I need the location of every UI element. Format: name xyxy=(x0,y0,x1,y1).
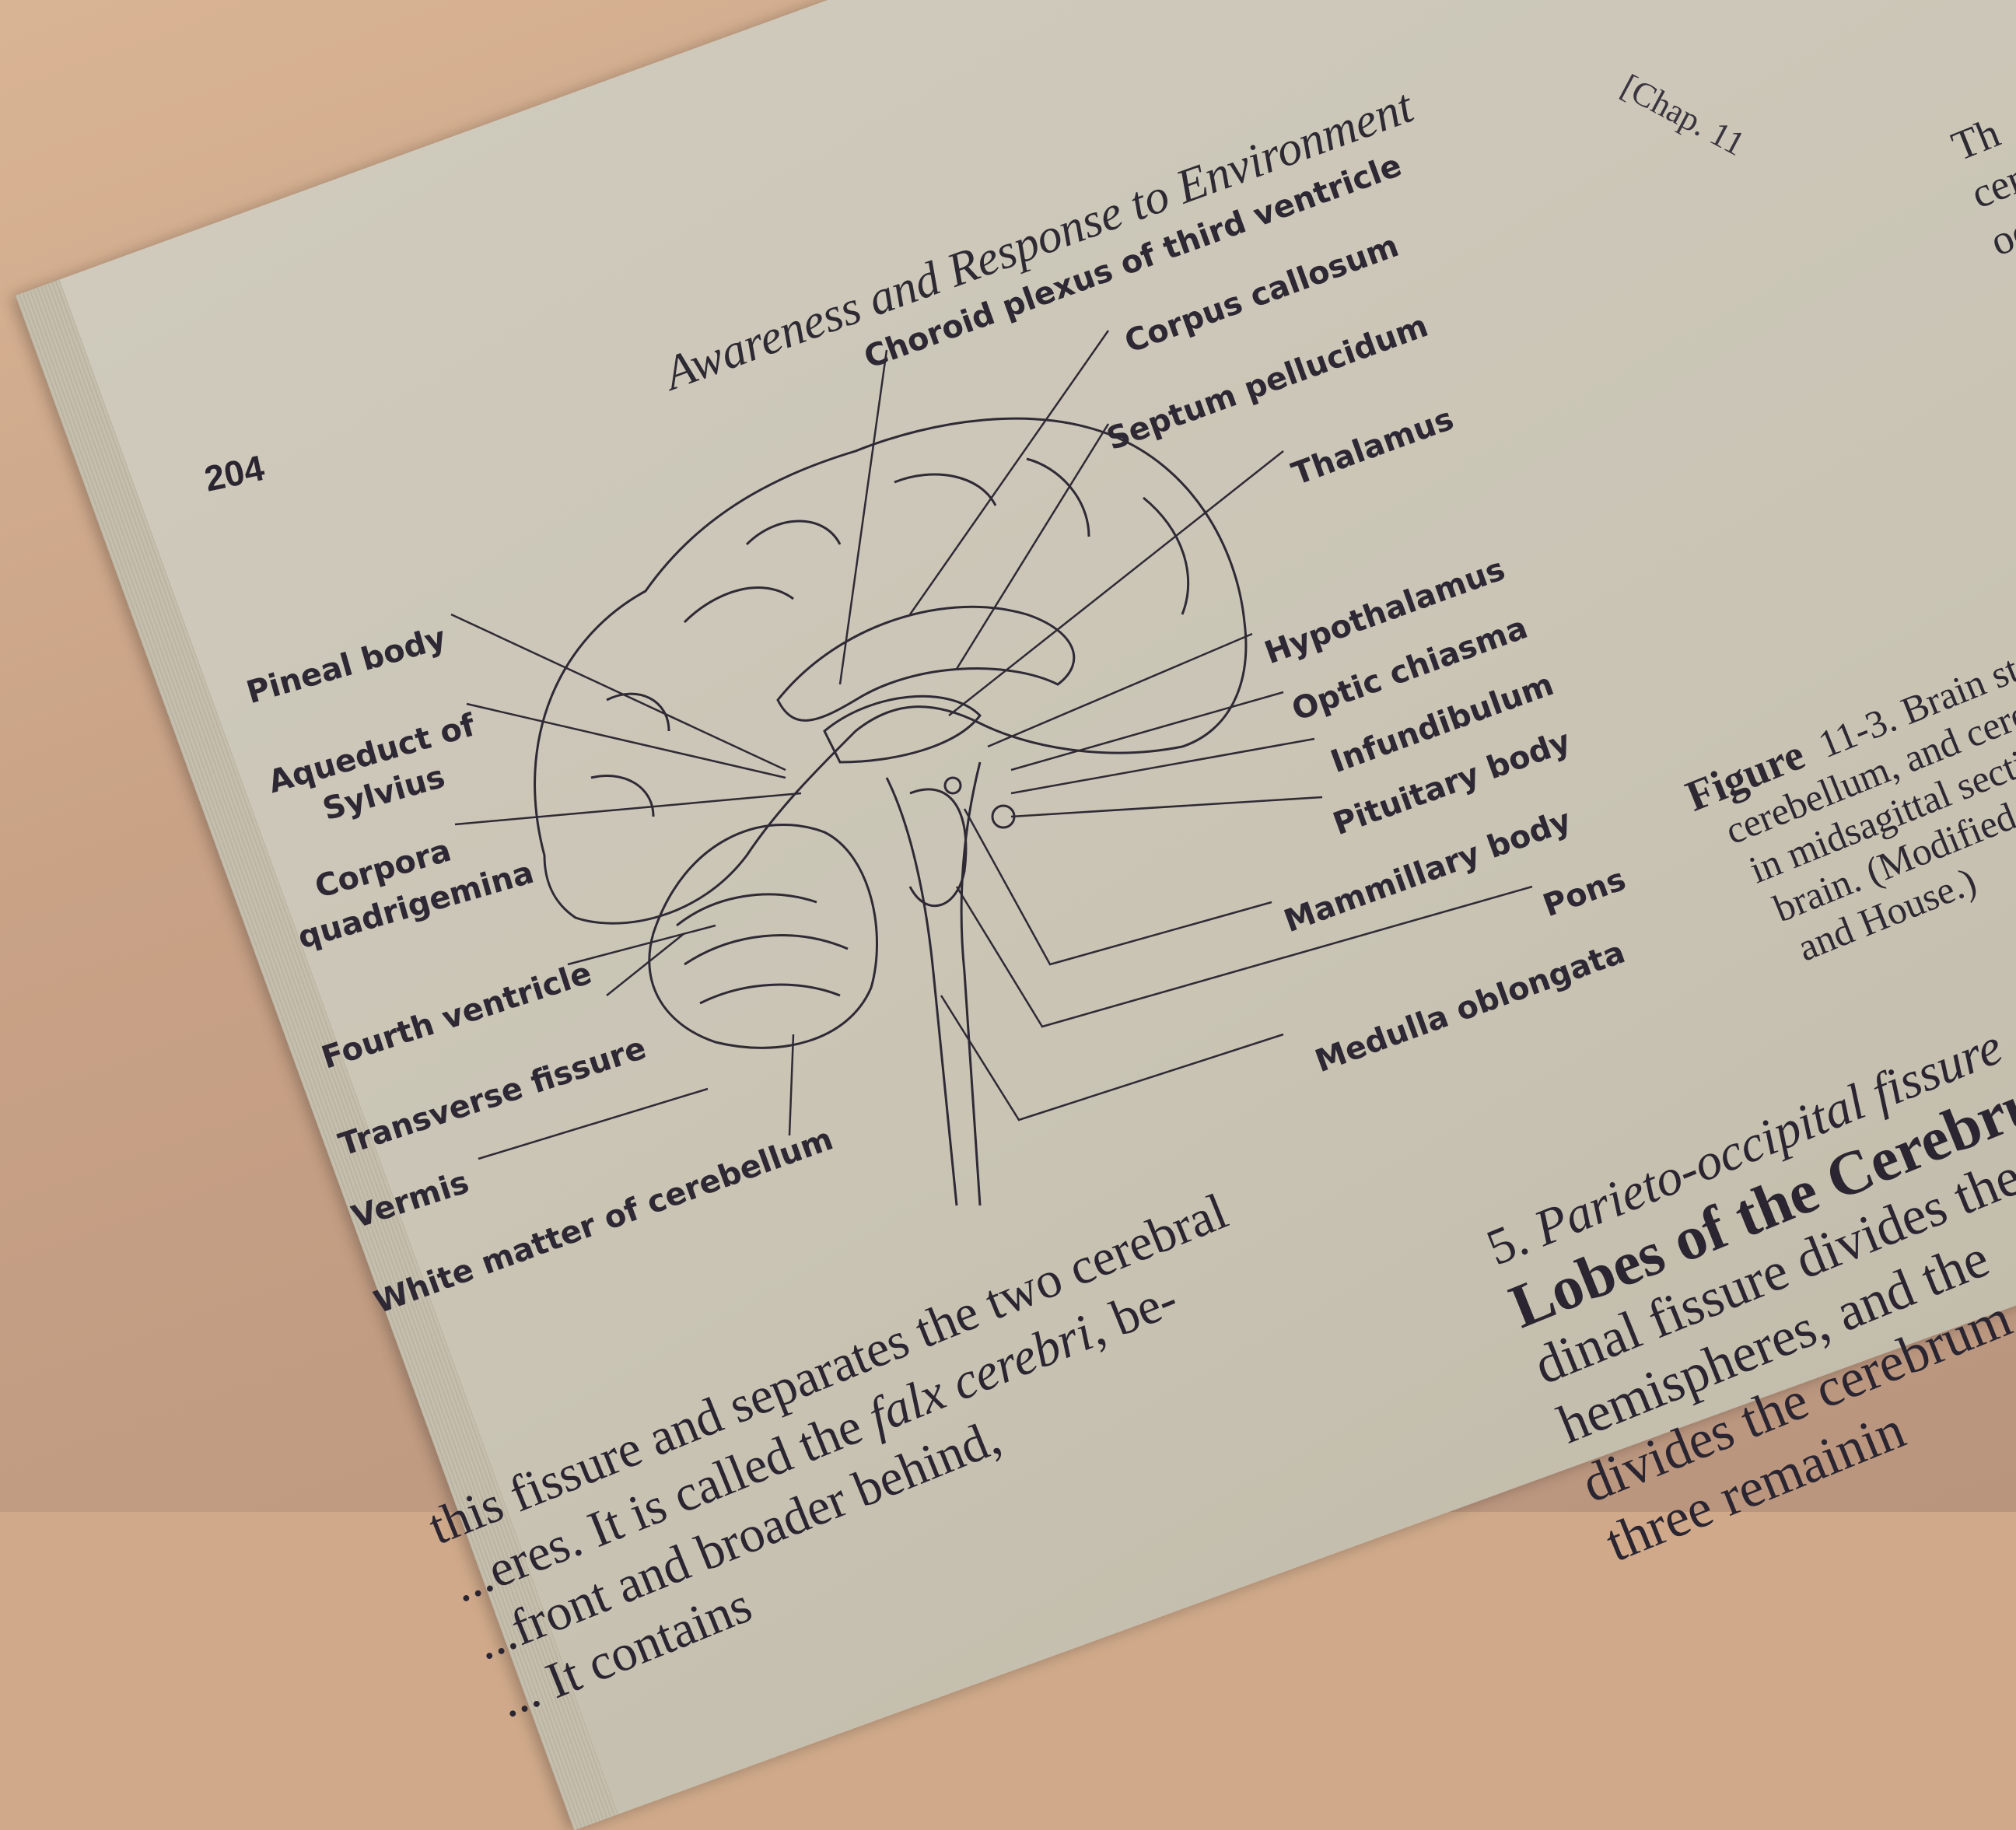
brain-midsagittal-diagram xyxy=(450,330,1533,1206)
mammillary-body xyxy=(943,776,962,795)
cerebellum xyxy=(648,823,878,1049)
leader-lines xyxy=(450,330,1533,1160)
pons xyxy=(908,788,968,908)
corpus-callosum xyxy=(776,605,1076,722)
cerebrum-outline xyxy=(534,417,1248,925)
brainstem xyxy=(885,761,982,1206)
thalamus xyxy=(823,695,982,764)
pituitary-body xyxy=(991,804,1016,829)
